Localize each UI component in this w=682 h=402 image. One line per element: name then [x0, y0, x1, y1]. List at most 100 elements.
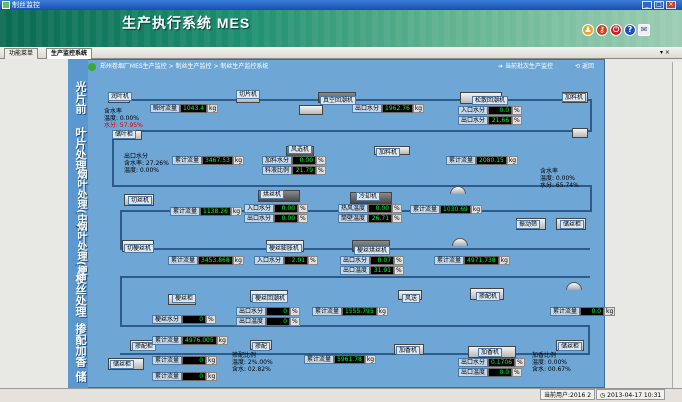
info-text: 含水率: [104, 108, 123, 115]
tab-production-monitor[interactable]: 生产监控系统: [46, 48, 93, 59]
readout-value: 4976.005: [182, 336, 217, 345]
pipe: [112, 130, 592, 132]
readout-value: 0: [182, 372, 207, 381]
hot-air-readout: 热风温度 0.00 %: [338, 204, 402, 213]
tab-label: 功能菜单: [9, 50, 34, 57]
machine-label: 真空回潮机: [320, 96, 357, 105]
readout-label: 累计流量: [550, 307, 581, 316]
machine-hoist[interactable]: [572, 128, 588, 138]
clock-icon: ◷: [600, 392, 608, 399]
title-bar[interactable]: 制丝监控 _ □ ×: [0, 0, 682, 10]
readout-unit: kg: [207, 104, 219, 113]
flow-readout: 瞬时流量 1043.4 kg: [150, 104, 219, 113]
info-text: 含水率: 27.26%: [124, 160, 169, 167]
readout-unit: kg: [376, 307, 388, 316]
readout-unit: kg: [470, 205, 483, 214]
sidebar-section-3[interactable]: 烟叶处理(中): [75, 169, 86, 229]
readout-value: 1030.69: [440, 205, 471, 214]
vertical-scrollbar[interactable]: [672, 62, 682, 388]
machine-label: 储叶柜: [112, 130, 137, 139]
readout-unit: kg: [498, 256, 510, 265]
machine-tank[interactable]: [299, 105, 323, 115]
readout-value: 0.00: [274, 214, 299, 223]
readout-unit: kg: [506, 156, 519, 165]
readout-value: 21.66: [488, 116, 513, 125]
out-readout: 出口水分 0 %: [236, 307, 300, 316]
moisture2-readout: 入口水分 0.0 %: [458, 106, 522, 115]
machine-label: 储丝柜: [110, 360, 135, 369]
readout-label: 筒壁温度: [338, 214, 369, 223]
user-icon[interactable]: ♟: [582, 24, 594, 36]
key-icon[interactable]: ⚷: [596, 24, 608, 36]
in-moisture-readout: 入口水分 2.01 %: [254, 256, 318, 265]
readout-label: 出口水分: [236, 307, 267, 316]
readout-label: 出口水分: [458, 116, 489, 125]
pipe: [120, 276, 122, 326]
readout-label: 出口水分: [340, 256, 371, 265]
right-gutter: [605, 59, 682, 388]
readout-unit: %: [394, 256, 404, 265]
pipe: [120, 276, 590, 278]
sidebar-section-5[interactable]: 梗丝处理: [74, 273, 87, 317]
banner-decoration: [0, 10, 682, 47]
home-icon[interactable]: [88, 62, 96, 71]
breadcrumb-path[interactable]: 郑州卷烟厂MES生产监控 > 制丝生产监控 > 制丝生产监控系统: [99, 63, 269, 70]
readout-label: 梗丝水分: [152, 315, 183, 324]
out-temp-readout: 出口温度 0.0 %: [458, 368, 522, 377]
machine-label: 加料机: [376, 148, 401, 157]
readout-label: 出口水分: [458, 358, 489, 367]
sidebar-section-7[interactable]: 储: [74, 371, 87, 382]
app-icon: [2, 1, 10, 9]
out2-readout: 出口温度 31.91 %: [340, 266, 404, 275]
acc-readout: 累计流量 2080.15 kg: [446, 156, 519, 165]
machine-label: 掺配: [252, 342, 271, 351]
sidebar-section-4[interactable]: 烟叶处理(梗): [75, 221, 86, 281]
readout-value: 21.79: [292, 166, 317, 175]
current-batch-link[interactable]: ➜ 当前批次生产监控: [498, 63, 553, 70]
readout-label: 累计流量: [434, 256, 465, 265]
readout-label: 料液比例: [262, 166, 293, 175]
flow3-readout: 累计流量 0 kg: [152, 372, 218, 381]
info-text: 温度: 0.00%: [104, 115, 139, 122]
readout-unit: kg: [232, 256, 244, 265]
readout-value: 1138.26: [200, 207, 231, 216]
pipe: [120, 325, 590, 327]
flow-readout: 累计流量 1138.26 kg: [170, 207, 243, 216]
machine-label: 加香机: [396, 346, 421, 355]
sidebar-section-2[interactable]: 叶片处理: [74, 127, 87, 171]
readout-unit: kg: [412, 104, 425, 113]
readout-value: 0.0: [580, 307, 605, 316]
readout-unit: kg: [604, 307, 616, 316]
power-icon[interactable]: ⏻: [610, 24, 622, 36]
mail-icon[interactable]: ✉: [638, 24, 650, 36]
info-text: 水分: 65.74%: [540, 182, 579, 189]
close-button[interactable]: ×: [666, 1, 676, 9]
readout-unit: kg: [232, 156, 245, 165]
help-icon[interactable]: ?: [624, 24, 636, 36]
readout-unit: %: [512, 116, 522, 125]
readout-label: 出口温度: [340, 266, 371, 275]
tab-function-menu[interactable]: 功能菜单: [4, 48, 39, 59]
readout-value: 0.07: [370, 256, 395, 265]
sidebar-section-6[interactable]: 掺配加香: [74, 323, 87, 367]
back-link[interactable]: ⟲ 返回: [575, 63, 594, 70]
readout-label: 累计流量: [170, 207, 201, 216]
info-text: 温度: 0.00%: [124, 167, 159, 174]
info-text: 含水率: [540, 168, 559, 175]
machine-label: 烘丝机: [260, 190, 285, 199]
minimize-button[interactable]: _: [642, 1, 652, 9]
machine-label: 储丝柜: [560, 220, 585, 229]
readout-unit: kg: [364, 355, 377, 364]
maximize-button[interactable]: □: [654, 1, 664, 9]
breadcrumb: 郑州卷烟厂MES生产监控 > 制丝生产监控 > 制丝生产监控系统 ➜ 当前批次生…: [88, 61, 604, 73]
readout-unit: kg: [206, 372, 218, 381]
readout-value: 3453.868: [198, 256, 233, 265]
flow2-readout: 累计流量 0 kg: [152, 356, 218, 365]
readout-unit: kg: [206, 356, 218, 365]
readout-unit: %: [515, 358, 525, 367]
readout-unit: %: [308, 256, 318, 265]
sidebar-section-1[interactable]: 光片前: [74, 81, 87, 114]
tab-dropdown-icon[interactable]: ▾ ×: [660, 49, 670, 56]
readout-value: 1962.76: [382, 104, 413, 113]
info-text: 温度: 0.00%: [540, 175, 575, 182]
